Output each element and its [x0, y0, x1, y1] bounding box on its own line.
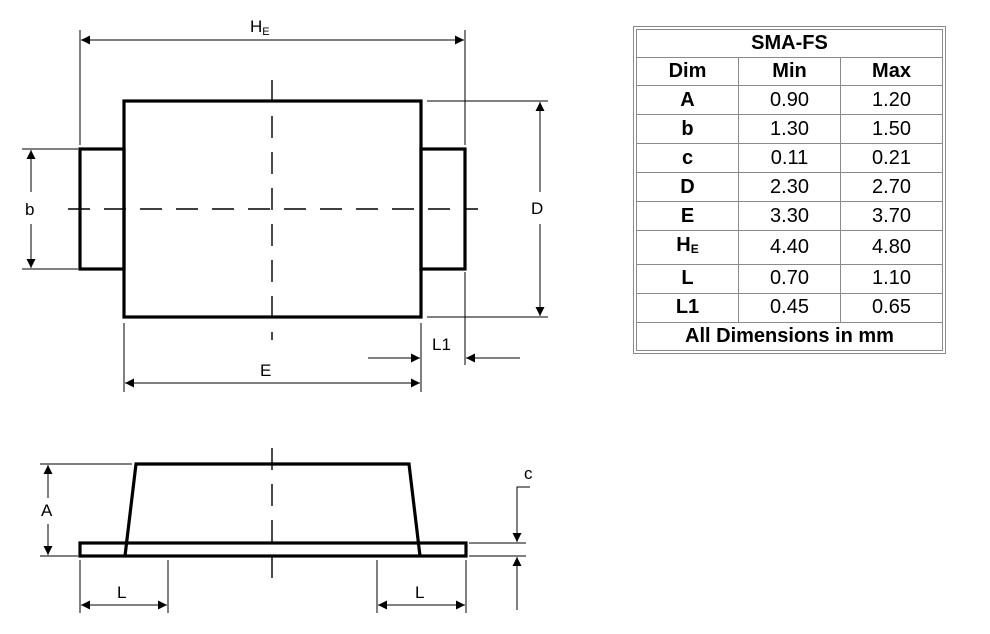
dim-cell: L1 — [636, 292, 739, 324]
table-row: A 0.90 1.20 — [636, 84, 943, 116]
side-view: A c L L — [40, 448, 533, 613]
he-label: HE — [250, 17, 270, 38]
min-cell: 0.90 — [738, 84, 841, 116]
max-cell: 1.50 — [840, 114, 943, 145]
table-row: L1 0.45 0.65 — [636, 292, 943, 324]
dimension-table-frame: SMA-FS Dim Min Max A 0.90 1.20 b 1.30 1.… — [633, 26, 946, 354]
dim-cell: b — [636, 114, 739, 145]
max-cell: 1.10 — [840, 263, 943, 294]
dim-subscript: E — [690, 242, 699, 257]
min-cell: 3.30 — [738, 201, 841, 232]
max-cell: 1.20 — [840, 84, 943, 116]
max-cell: 0.65 — [840, 292, 943, 324]
min-cell: 4.40 — [738, 230, 841, 265]
dim-cell: HE — [636, 230, 739, 265]
table-title: SMA-FS — [636, 29, 943, 58]
table-row: D 2.30 2.70 — [636, 172, 943, 203]
c-leader — [516, 486, 530, 505]
table-row: E 3.30 3.70 — [636, 201, 943, 232]
l1-label: L1 — [432, 335, 451, 354]
a-label: A — [41, 501, 53, 520]
header-max: Max — [840, 57, 943, 86]
min-cell: 1.30 — [738, 114, 841, 145]
table-row: c 0.11 0.21 — [636, 143, 943, 174]
l-right-label: L — [415, 583, 424, 602]
table-row: HE 4.40 4.80 — [636, 230, 943, 265]
lead-frame-side — [78, 541, 468, 558]
header-min: Min — [738, 57, 841, 86]
dimension-table: SMA-FS Dim Min Max A 0.90 1.20 b 1.30 1.… — [636, 29, 943, 351]
table-footer-row: All Dimensions in mm — [636, 322, 943, 351]
max-cell: 2.70 — [840, 172, 943, 203]
table-title-row: SMA-FS — [636, 29, 943, 58]
max-cell: 3.70 — [840, 201, 943, 232]
dim-main: H — [676, 234, 691, 257]
min-cell: 0.45 — [738, 292, 841, 324]
min-cell: 0.70 — [738, 263, 841, 294]
dim-cell: A — [636, 84, 739, 116]
d-label: D — [531, 199, 543, 218]
table-footer: All Dimensions in mm — [636, 322, 943, 351]
max-cell: 4.80 — [840, 230, 943, 265]
table-row: L 0.70 1.10 — [636, 263, 943, 294]
dim-cell: c — [636, 143, 739, 174]
table-body: A 0.90 1.20 b 1.30 1.50 c 0.11 0.21 D 2.… — [636, 84, 943, 324]
dim-cell: D — [636, 172, 739, 203]
c-label: c — [524, 464, 533, 483]
max-cell: 0.21 — [840, 143, 943, 174]
dim-cell: L — [636, 263, 739, 294]
b-label: b — [25, 200, 34, 219]
header-dim: Dim — [636, 57, 739, 86]
l-left-label: L — [117, 583, 126, 602]
table-header-row: Dim Min Max — [636, 57, 943, 86]
table-row: b 1.30 1.50 — [636, 114, 943, 145]
min-cell: 2.30 — [738, 172, 841, 203]
top-view: HE b D E L1 — [22, 17, 548, 392]
dim-cell: E — [636, 201, 739, 232]
e-label: E — [260, 361, 271, 380]
min-cell: 0.11 — [738, 143, 841, 174]
